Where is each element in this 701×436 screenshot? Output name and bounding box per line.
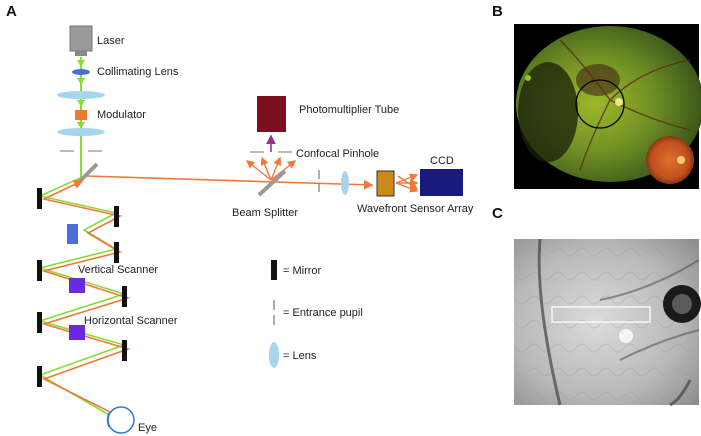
fundus-roi-circle bbox=[575, 79, 625, 129]
eye-icon bbox=[106, 406, 135, 434]
legend-lens-swatch bbox=[269, 342, 279, 368]
horizontal-scanner-box bbox=[69, 325, 85, 340]
mirror-5 bbox=[122, 286, 127, 307]
mirror-1 bbox=[37, 188, 42, 209]
return-beam-horizontal bbox=[85, 175, 374, 190]
horizontal-scanner-box-top bbox=[69, 278, 85, 293]
legend-lens-label: = Lens bbox=[283, 350, 317, 362]
ccd-label: CCD bbox=[430, 155, 454, 167]
laser-label: Laser bbox=[97, 35, 125, 47]
ccd-box bbox=[420, 169, 463, 196]
lens-lower bbox=[57, 128, 105, 136]
modulator-box bbox=[75, 110, 87, 120]
mirror-7 bbox=[122, 340, 127, 361]
mirror-3 bbox=[114, 242, 119, 263]
beam-splitter-fan bbox=[245, 156, 297, 181]
fundus-photo bbox=[514, 24, 701, 189]
legend-pupil-label: = Entrance pupil bbox=[283, 307, 363, 319]
beam-splitter bbox=[257, 169, 287, 197]
legend-mirror-label: = Mirror bbox=[283, 265, 322, 277]
eye-label: Eye bbox=[138, 422, 157, 434]
lens-right bbox=[341, 171, 349, 195]
ao-slo-image bbox=[514, 238, 701, 407]
lens-upper bbox=[57, 91, 105, 99]
mirror-8 bbox=[37, 366, 42, 387]
panel-label-b: B bbox=[492, 3, 503, 20]
vertical-scanner-label: Vertical Scanner bbox=[78, 264, 158, 276]
wavefront-fan bbox=[395, 173, 419, 193]
ao-slo-roi-rect bbox=[551, 306, 651, 323]
photomultiplier-tube-box bbox=[257, 96, 286, 132]
wavefront-sensor-box bbox=[376, 170, 395, 197]
collimating-lens-label: Collimating Lens bbox=[97, 66, 179, 78]
vertical-scanner-box bbox=[67, 224, 78, 244]
collimating-lens-small bbox=[72, 69, 90, 75]
modulator-label: Modulator bbox=[97, 109, 146, 121]
mirror-2 bbox=[114, 206, 119, 227]
beam-arrow-1 bbox=[77, 60, 85, 67]
confocal-pinhole-label: Confocal Pinhole bbox=[296, 148, 379, 160]
beam-arrow-3 bbox=[77, 100, 85, 107]
wavefront-sensor-label: Wavefront Sensor Array bbox=[357, 203, 474, 215]
laser-icon bbox=[69, 25, 93, 56]
beam-arrow-2 bbox=[77, 78, 85, 85]
panel-label-c: C bbox=[492, 205, 503, 222]
panel-label-a: A bbox=[6, 3, 17, 20]
photomultiplier-tube-label: Photomultiplier Tube bbox=[299, 104, 399, 116]
horizontal-scanner-label: Horizontal Scanner bbox=[84, 315, 178, 327]
beam-splitter-label: Beam Splitter bbox=[232, 207, 298, 219]
fundus-inset bbox=[646, 136, 694, 184]
beam-arrow-4 bbox=[77, 122, 85, 129]
legend-mirror-swatch bbox=[271, 260, 277, 280]
mirror-4 bbox=[37, 260, 42, 281]
mirror-6 bbox=[37, 312, 42, 333]
